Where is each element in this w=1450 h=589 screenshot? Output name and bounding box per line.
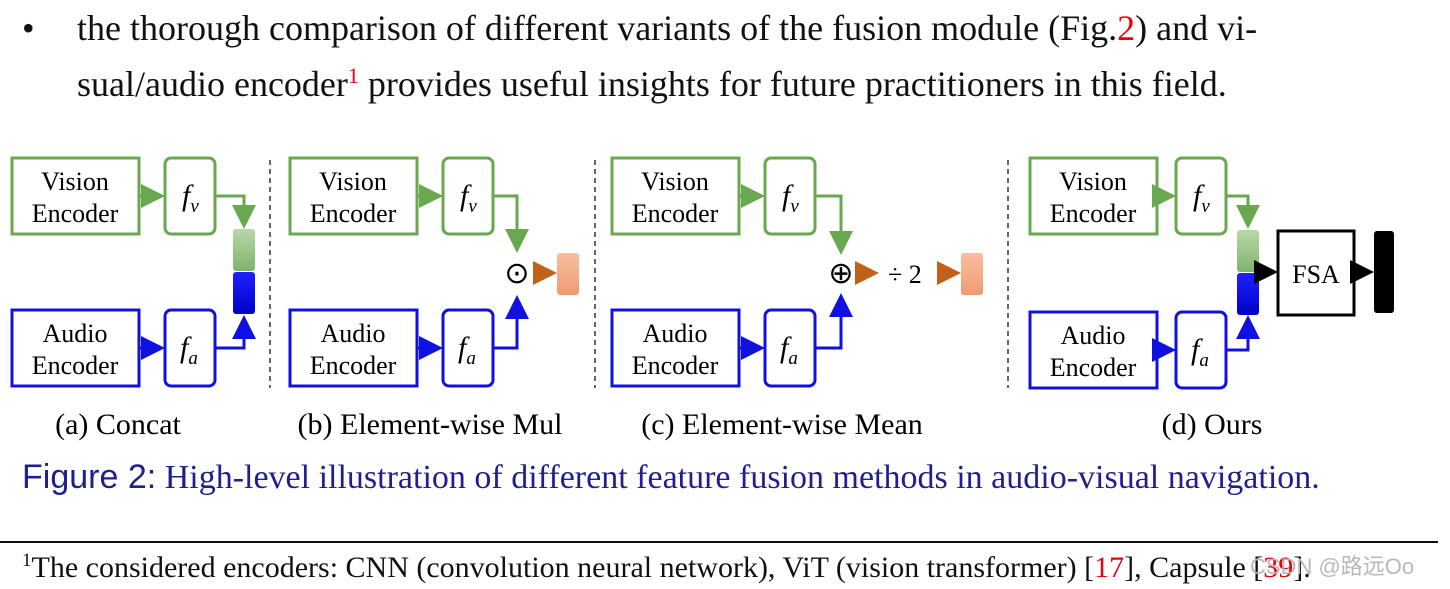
bullet-line-1: the thorough comparison of different var… — [77, 8, 1258, 48]
concat-vision-feature — [233, 229, 255, 271]
vision-encoder-label-2: Encoder — [310, 199, 397, 228]
arrow-fv-op — [493, 194, 529, 253]
output-feature — [1374, 231, 1394, 313]
arrow-fa-op — [815, 293, 853, 350]
citation-link-17[interactable]: 17 — [1094, 551, 1125, 584]
figure-caption-label: Figure 2: — [22, 458, 157, 496]
panel-element-wise-mul: Vision Encoder fv Audio Encoder fa ⊙ (b)… — [288, 156, 579, 441]
panel-ours: Vision Encoder fv Audio Encoder fa FSA (… — [1028, 156, 1394, 441]
vision-encoder-label-2: Encoder — [32, 199, 119, 228]
audio-encoder-box — [610, 308, 741, 388]
audio-encoder-label-2: Encoder — [632, 351, 719, 380]
audio-encoder-label-1: Audio — [43, 319, 108, 348]
panel-concat: Vision Encoder fv Audio Encoder fa (a) C… — [10, 156, 256, 441]
audio-encoder-box — [288, 308, 419, 388]
vision-encoder-label-2: Encoder — [632, 199, 719, 228]
vision-encoder-box — [288, 156, 419, 236]
caption-d: (d) Ours — [1162, 408, 1263, 441]
audio-encoder-label-2: Encoder — [32, 351, 119, 380]
caption-c: (c) Element-wise Mean — [641, 408, 923, 441]
caption-b: (b) Element-wise Mul — [298, 408, 563, 441]
footnote-mark: 1 — [22, 550, 32, 571]
arrow-fv-concat — [215, 194, 256, 229]
audio-encoder-label-1: Audio — [643, 319, 708, 348]
arrow-fa-concat — [1226, 315, 1260, 352]
vision-encoder-label-1: Vision — [41, 167, 109, 196]
concat-audio-feature — [233, 272, 255, 314]
footnote-ref-link[interactable]: 1 — [347, 63, 359, 88]
concat-audio-feature — [1237, 273, 1259, 315]
footnote: 1The considered encoders: CNN (convoluti… — [22, 550, 1311, 584]
vision-encoder-box — [1028, 156, 1159, 236]
vision-encoder-label-1: Vision — [319, 167, 387, 196]
bullet-symbol: • — [22, 8, 35, 48]
watermark-text: CSDN @路远Oo — [1250, 554, 1415, 579]
audio-encoder-label-2: Encoder — [1050, 353, 1137, 382]
mul-operator-symbol: ⊙ — [504, 257, 529, 290]
output-feature — [961, 253, 983, 295]
vision-encoder-label-1: Vision — [641, 167, 709, 196]
audio-encoder-label-2: Encoder — [310, 351, 397, 380]
divide-by-two: ÷ 2 — [888, 260, 922, 289]
figure-caption-text: High-level illustration of different fea… — [164, 459, 1320, 496]
vision-encoder-label-2: Encoder — [1050, 199, 1137, 228]
audio-encoder-label-1: Audio — [1061, 321, 1126, 350]
fsa-label: FSA — [1292, 260, 1340, 289]
caption-a: (a) Concat — [55, 408, 181, 441]
concat-vision-feature — [1237, 230, 1259, 272]
footnote-rule — [0, 541, 1438, 543]
figure-ref-link[interactable]: 2 — [1117, 8, 1136, 48]
vision-encoder-label-1: Vision — [1059, 167, 1127, 196]
arrow-fv-concat — [1226, 194, 1260, 229]
citation-link-39[interactable]: 39 — [1263, 551, 1294, 584]
panel-element-wise-mean: Vision Encoder fv Audio Encoder fa ⊕ ÷ 2… — [610, 156, 983, 441]
arrow-fa-op — [493, 295, 529, 350]
vision-encoder-box — [10, 156, 141, 236]
output-feature — [557, 253, 579, 295]
audio-encoder-label-1: Audio — [321, 319, 386, 348]
fsa-box — [1276, 229, 1356, 317]
vision-encoder-box — [610, 156, 741, 236]
figure-caption: Figure 2: High-level illustration of dif… — [22, 458, 1320, 497]
arrow-fa-concat — [215, 315, 256, 350]
fusion-figure: Vision Encoder fv Audio Encoder fa (a) C… — [10, 156, 1394, 441]
bullet-line-2: sual/audio encoder1 provides useful insi… — [77, 63, 1227, 104]
arrow-fv-op — [815, 194, 853, 255]
add-operator-symbol: ⊕ — [828, 257, 853, 290]
